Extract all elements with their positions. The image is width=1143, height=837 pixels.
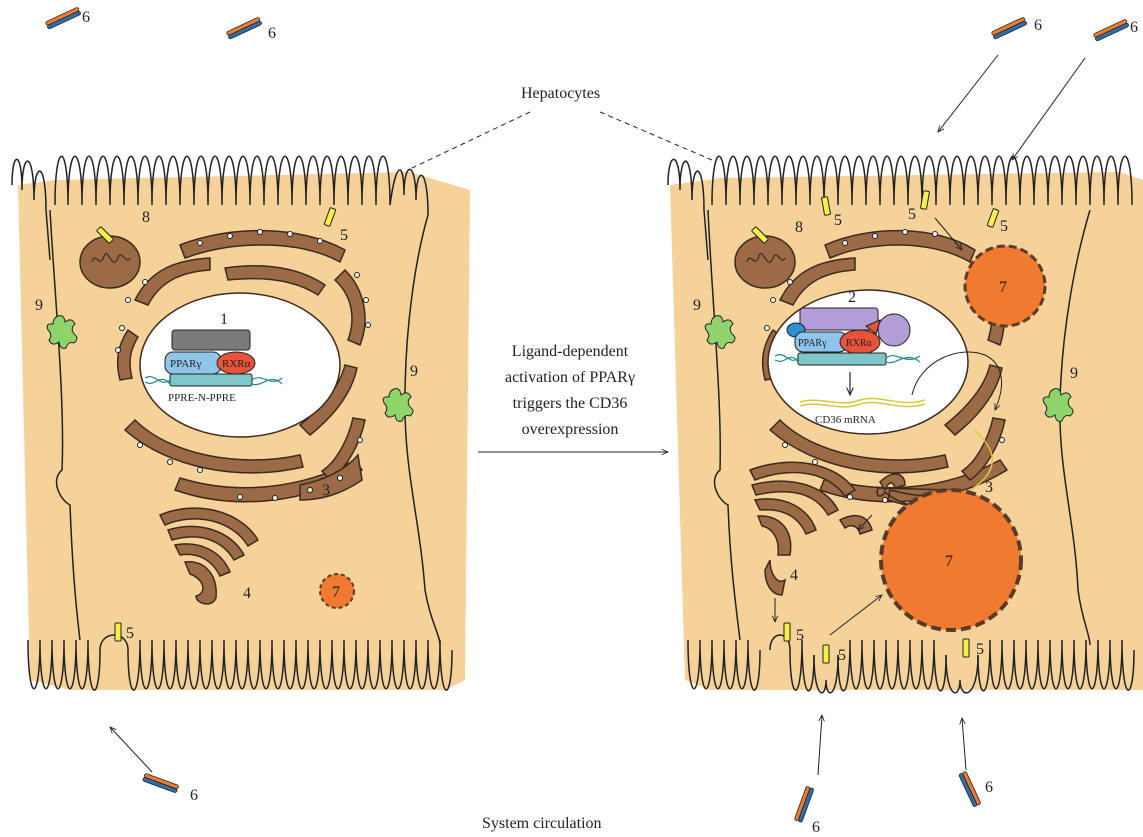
label-5-top-3: 5: [1000, 218, 1008, 235]
ppre-dna-box: [170, 374, 252, 386]
system-circulation-label: System circulation: [482, 815, 602, 832]
hepatocytes-label: Hepatocytes: [521, 85, 600, 102]
label-6-g: 6: [985, 779, 993, 796]
fatty-acid-1: [45, 7, 81, 29]
fatty-acid-3: [991, 17, 1027, 39]
label-9-right-2: 9: [1070, 365, 1078, 382]
label-9-left-1: 9: [35, 297, 43, 314]
label-1: 1: [220, 311, 228, 328]
label-7-medium: 7: [999, 279, 1007, 296]
label-6-b: 6: [268, 25, 276, 42]
label-5-top-left: 5: [340, 227, 348, 244]
label-5-bottom-2: 5: [838, 647, 846, 664]
label-5-top-1: 5: [834, 212, 842, 229]
label-9-left-2: 9: [410, 363, 418, 380]
fatty-acid-7: [959, 771, 981, 807]
label-2: 2: [848, 289, 856, 306]
label-7-large: 7: [945, 553, 953, 570]
pparg-label: PPARγ: [170, 358, 202, 370]
caption-line-4: overexpression: [522, 421, 619, 438]
cd36-receptor-bottom-2: [823, 645, 829, 663]
label-5-bottom-3: 5: [976, 641, 984, 658]
label-4-right: 4: [790, 567, 798, 584]
cd36-receptor-bottom-3: [963, 639, 969, 657]
arrow-fa-3: [938, 55, 998, 132]
arrow-fa-6: [818, 715, 822, 775]
fatty-acid-2: [226, 17, 262, 39]
label-7-small: 7: [332, 584, 340, 601]
caption-line-1: Ligand-dependent: [512, 343, 629, 360]
right-hepatocyte: PPARγ RXRα 2 CD36 mRNA 4 3: [668, 156, 1143, 693]
caption-line-3: triggers the CD36: [513, 395, 628, 412]
right-mitochondrion: [735, 236, 795, 288]
cd36-receptor-bottom-left: [115, 623, 121, 641]
ppre-dna-box-right: [798, 353, 886, 365]
left-mitochondrion: [80, 236, 140, 288]
cd36-receptor-bottom-1: [784, 623, 790, 641]
label-6-c: 6: [1034, 17, 1042, 34]
left-hepatocyte: PPARγ RXRα 1 PPRE-N-PPRE 4 3 8 5 5 9 9: [12, 156, 470, 690]
fatty-acid-5: [142, 773, 179, 793]
label-6-a: 6: [82, 9, 90, 26]
cd36-mrna-label: CD36 mRNA: [815, 414, 876, 426]
ppre-label: PPRE-N-PPRE: [168, 392, 236, 404]
arrow-fa-5: [110, 727, 152, 772]
fatty-acid-4: [1093, 19, 1129, 41]
caption-line-2: activation of PPARγ: [505, 369, 635, 386]
label-9-right-1: 9: [693, 297, 701, 314]
corepressor-box: [172, 330, 250, 350]
label-8-left: 8: [142, 209, 150, 226]
label-6-f: 6: [812, 819, 820, 836]
label-6-d: 6: [1130, 19, 1138, 36]
label-5-bottom-1: 5: [796, 627, 804, 644]
label-5-top-2: 5: [908, 206, 916, 223]
hepatocytes-pointer-right: [600, 112, 712, 160]
label-8-right: 8: [795, 219, 803, 236]
arrow-fa-7: [962, 718, 966, 770]
pparg-label-right: PPARγ: [798, 338, 827, 349]
label-5-bottom-left: 5: [126, 625, 134, 642]
hepatocytes-pointer-left: [412, 112, 530, 168]
arrow-fa-4: [1012, 58, 1085, 160]
label-6-e: 6: [190, 787, 198, 804]
rxra-label-right: RXRα: [846, 338, 873, 349]
activation-caption: Ligand-dependent activation of PPARγ tri…: [505, 343, 635, 438]
label-3-right: 3: [985, 479, 993, 496]
label-3-left: 3: [322, 482, 330, 499]
label-4-left: 4: [243, 585, 251, 602]
coactivator-circle: [878, 314, 910, 346]
fatty-acid-6: [794, 786, 814, 823]
rxra-label: RXRα: [222, 358, 251, 370]
